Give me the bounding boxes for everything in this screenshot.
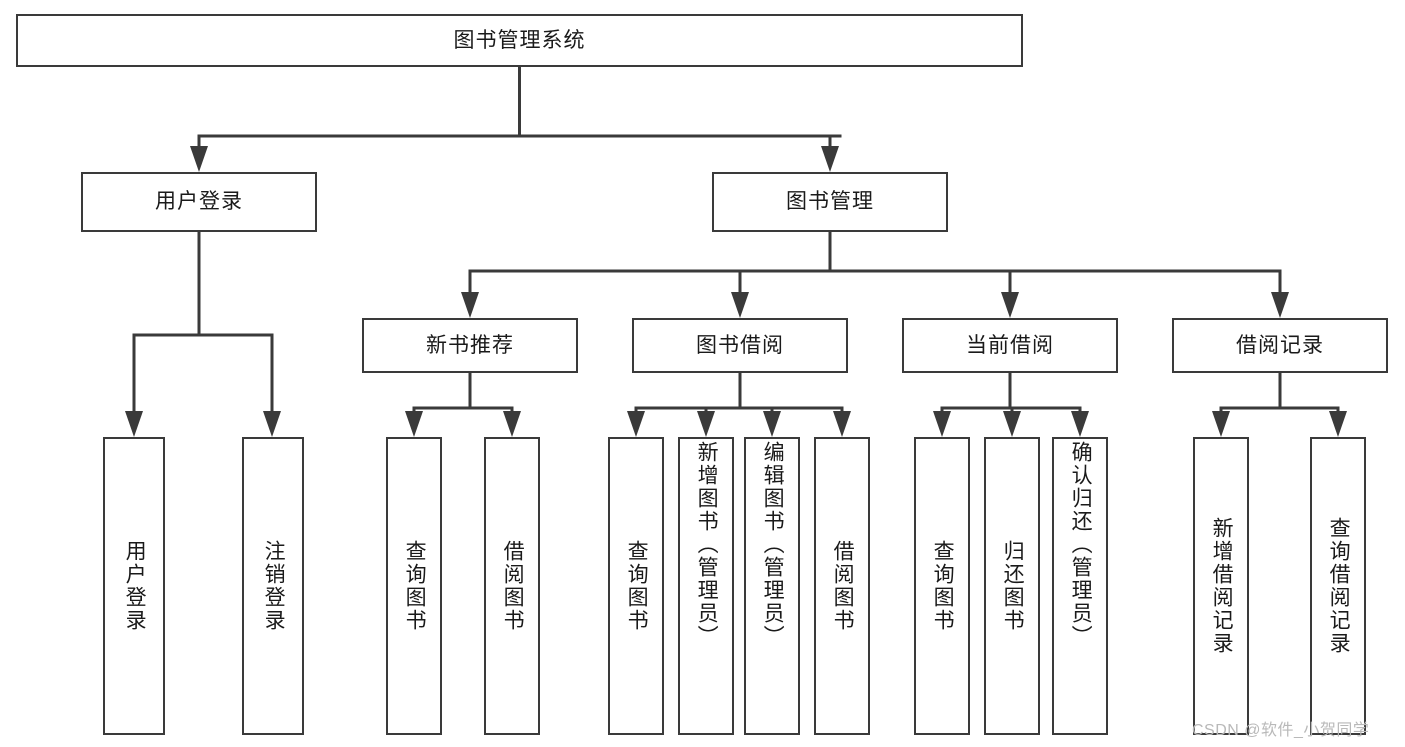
arrowhead-10	[627, 411, 645, 437]
arrowhead-11	[697, 411, 715, 437]
csdn-watermark: CSDN @软件_小贺同学	[1192, 722, 1370, 739]
node-label: 新书推荐	[426, 333, 514, 357]
leaf-node-查询图书[interactable]: 查询图书	[386, 437, 442, 735]
leaf-node-查询图书[interactable]: 查询图书	[608, 437, 664, 735]
root-node-图书管理系统[interactable]: 图书管理系统	[16, 14, 1023, 67]
arrowhead-6	[1001, 292, 1019, 318]
arrowhead-12	[763, 411, 781, 437]
node-label: 编辑图书（管理员）	[761, 441, 785, 648]
leaf-node-归还图书[interactable]: 归还图书	[984, 437, 1040, 735]
connector-root-to-level2	[197, 65, 842, 158]
arrowhead-3	[263, 411, 281, 437]
leaf-node-查询借阅记录[interactable]: 查询借阅记录	[1310, 437, 1366, 735]
level3-node-借阅记录[interactable]: 借阅记录	[1172, 318, 1388, 373]
node-label: 确认归还（管理员）	[1069, 441, 1093, 648]
node-label: 查询图书	[625, 540, 649, 632]
arrowhead-4	[461, 292, 479, 318]
level3-node-图书借阅[interactable]: 图书借阅	[632, 318, 848, 373]
connector-book-mgmt-to-level3	[468, 230, 1282, 304]
leaf-node-新增图书管理员[interactable]: 新增图书（管理员）	[678, 437, 734, 735]
arrowhead-7	[1271, 292, 1289, 318]
level3-node-新书推荐[interactable]: 新书推荐	[362, 318, 578, 373]
node-label: 用户登录	[155, 190, 243, 214]
node-label: 借阅记录	[1236, 333, 1324, 357]
node-label: 归还图书	[1001, 540, 1025, 632]
arrowhead-13	[833, 411, 851, 437]
node-label: 图书管理	[786, 190, 874, 214]
level3-node-当前借阅[interactable]: 当前借阅	[902, 318, 1118, 373]
leaf-node-确认归还管理员[interactable]: 确认归还（管理员）	[1052, 437, 1108, 735]
arrowhead-15	[1003, 411, 1021, 437]
leaf-node-新增借阅记录[interactable]: 新增借阅记录	[1193, 437, 1249, 735]
leaf-node-注销登录[interactable]: 注销登录	[242, 437, 304, 735]
node-label: 新增图书（管理员）	[695, 441, 719, 648]
leaf-node-借阅图书[interactable]: 借阅图书	[814, 437, 870, 735]
arrowhead-14	[933, 411, 951, 437]
connector-borrow-to-leaves	[634, 371, 844, 423]
node-label: 用户登录	[123, 540, 147, 632]
arrowhead-5	[731, 292, 749, 318]
connector-user-login-to-leaves	[132, 230, 274, 423]
arrowhead-17	[1212, 411, 1230, 437]
node-label: 当前借阅	[966, 333, 1054, 357]
node-label: 新增借阅记录	[1210, 517, 1234, 655]
level2-node-图书管理[interactable]: 图书管理	[712, 172, 948, 232]
node-label: 借阅图书	[831, 540, 855, 632]
arrowhead-18	[1329, 411, 1347, 437]
leaf-node-查询图书[interactable]: 查询图书	[914, 437, 970, 735]
arrowhead-8	[405, 411, 423, 437]
arrowhead-0	[190, 146, 208, 172]
arrowhead-9	[503, 411, 521, 437]
node-label: 注销登录	[262, 540, 286, 632]
node-label: 借阅图书	[501, 540, 525, 632]
arrowhead-1	[821, 146, 839, 172]
node-label: 图书借阅	[696, 333, 784, 357]
arrowhead-16	[1071, 411, 1089, 437]
leaf-node-用户登录[interactable]: 用户登录	[103, 437, 165, 735]
node-label: 图书管理系统	[453, 28, 586, 52]
node-label: 查询借阅记录	[1327, 517, 1351, 655]
connector-current-to-leaves	[940, 371, 1082, 423]
arrowhead-2	[125, 411, 143, 437]
node-label: 查询图书	[931, 540, 955, 632]
connector-new-book-to-leaves	[412, 371, 514, 423]
leaf-node-编辑图书管理员[interactable]: 编辑图书（管理员）	[744, 437, 800, 735]
node-label: 查询图书	[403, 540, 427, 632]
leaf-node-借阅图书[interactable]: 借阅图书	[484, 437, 540, 735]
level2-node-用户登录[interactable]: 用户登录	[81, 172, 317, 232]
connector-record-to-leaves	[1219, 371, 1340, 423]
